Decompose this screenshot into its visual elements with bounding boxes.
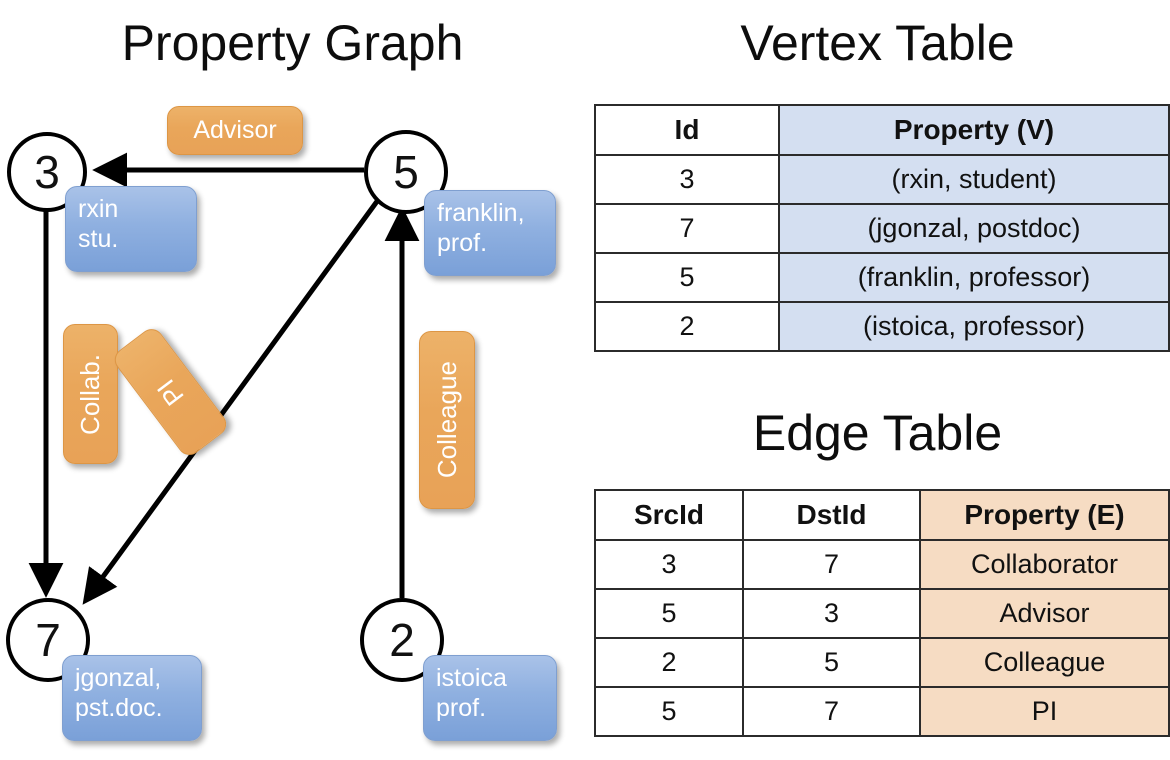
graph-node-2-label: 2 xyxy=(389,614,415,666)
table-row[interactable]: 5 (franklin, professor) xyxy=(594,252,1170,303)
edge-cell-dstid: 3 xyxy=(742,588,921,639)
page-title-property-graph: Property Graph xyxy=(121,15,464,71)
edge-cell-property: Colleague xyxy=(919,637,1170,688)
edge-cell-dstid: 7 xyxy=(742,686,921,737)
edge-label-pi: PI xyxy=(150,373,190,412)
node-property-box-7[interactable]: jgonzal, pst.doc. xyxy=(62,655,202,741)
edge-label-collab: Collab. xyxy=(75,353,106,435)
edge-label-box-collab[interactable]: Collab. xyxy=(63,324,118,464)
page-title-vertex-table: Vertex Table xyxy=(740,15,1015,71)
property-graph-diagram: 3 5 7 2 rxin stu. franklin, prof. jgonza… xyxy=(6,106,557,741)
edge-cell-property: Advisor xyxy=(919,588,1170,639)
graph-node-5-label: 5 xyxy=(393,146,419,198)
node-property-7-line2: pst.doc. xyxy=(75,693,163,722)
page-title-edge-table: Edge Table xyxy=(752,405,1003,461)
edge-table: SrcId DstId Property (E) 3 7 Collaborato… xyxy=(594,489,1170,737)
node-property-2-line2: prof. xyxy=(436,693,487,722)
vertex-cell-property: (jgonzal, postdoc) xyxy=(778,203,1170,254)
node-property-5-line1: franklin, xyxy=(437,199,525,227)
node-property-2-line1: istoica xyxy=(436,664,507,692)
node-property-box-5[interactable]: franklin, prof. xyxy=(424,190,556,276)
vertex-cell-id: 3 xyxy=(594,154,780,205)
table-row[interactable]: 2 (istoica, professor) xyxy=(594,301,1170,352)
edge-cell-dstid: 7 xyxy=(742,539,921,590)
table-row[interactable]: 5 3 Advisor xyxy=(594,588,1170,639)
vertex-cell-property: (rxin, student) xyxy=(778,154,1170,205)
table-row[interactable]: 3 (rxin, student) xyxy=(594,154,1170,205)
vertex-cell-id: 2 xyxy=(594,301,780,352)
edge-cell-srcid: 5 xyxy=(594,588,744,639)
node-property-box-2[interactable]: istoica prof. xyxy=(423,655,557,741)
node-property-5-line2: prof. xyxy=(437,228,488,257)
edge-cell-srcid: 5 xyxy=(594,686,744,737)
graph-node-2[interactable]: 2 xyxy=(360,598,444,682)
table-row[interactable]: 3 7 Collaborator xyxy=(594,539,1170,590)
edge-cell-dstid: 5 xyxy=(742,637,921,688)
node-property-3-line1: rxin xyxy=(78,195,119,223)
edge-cell-srcid: 3 xyxy=(594,539,744,590)
edge-cell-srcid: 2 xyxy=(594,637,744,688)
edge-table-header-srcid: SrcId xyxy=(594,489,744,541)
vertex-table: Id Property (V) 3 (rxin, student) 7 (jgo… xyxy=(594,104,1170,352)
node-property-box-3[interactable]: rxin stu. xyxy=(65,186,197,272)
edge-table-header-row: SrcId DstId Property (E) xyxy=(594,489,1170,541)
graph-edges-svg xyxy=(28,152,420,605)
table-row[interactable]: 5 7 PI xyxy=(594,686,1170,737)
node-property-7-line1: jgonzal, xyxy=(75,664,162,692)
edge-cell-property: PI xyxy=(919,686,1170,737)
edge-label-box-colleague[interactable]: Colleague xyxy=(419,331,475,509)
vertex-cell-id: 7 xyxy=(594,203,780,254)
edge-label-advisor: Advisor xyxy=(193,115,277,144)
node-property-3-line2: stu. xyxy=(78,224,119,253)
edge-label-colleague: Colleague xyxy=(431,361,462,479)
vertex-cell-property: (istoica, professor) xyxy=(778,301,1170,352)
edge-label-box-advisor[interactable]: Advisor xyxy=(167,106,303,155)
table-row[interactable]: 2 5 Colleague xyxy=(594,637,1170,688)
vertex-table-header-property: Property (V) xyxy=(778,104,1170,156)
vertex-cell-id: 5 xyxy=(594,252,780,303)
vertex-table-header-row: Id Property (V) xyxy=(594,104,1170,156)
edge-5-to-7 xyxy=(82,198,381,605)
edge-table-header-dstid: DstId xyxy=(742,489,921,541)
edge-cell-property: Collaborator xyxy=(919,539,1170,590)
edge-table-header-property: Property (E) xyxy=(919,489,1170,541)
vertex-table-header-id: Id xyxy=(594,104,780,156)
graph-node-3-label: 3 xyxy=(34,146,60,198)
vertex-cell-property: (franklin, professor) xyxy=(778,252,1170,303)
graph-node-7-label: 7 xyxy=(35,614,61,666)
table-row[interactable]: 7 (jgonzal, postdoc) xyxy=(594,203,1170,254)
